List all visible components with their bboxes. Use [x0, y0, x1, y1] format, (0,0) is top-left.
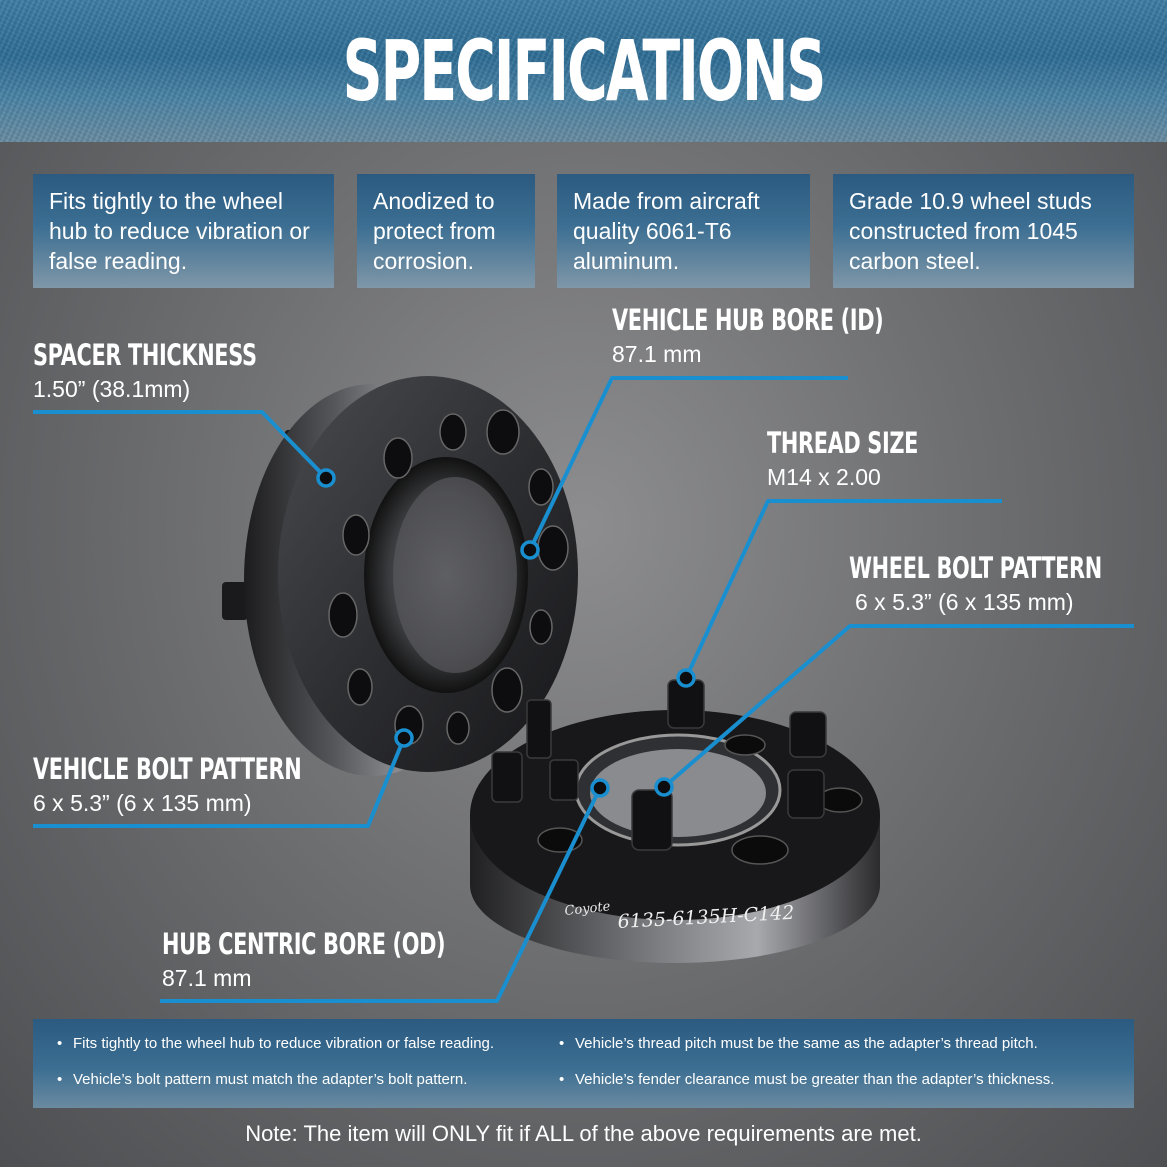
callout-dot-vehicle-bolt: [394, 728, 414, 748]
spec-vehicle-hub-bore: VEHICLE HUB BORE (ID) 87.1 mm: [612, 303, 989, 368]
callout-dot-hub-bore: [520, 540, 540, 560]
requirement-item: Fits tightly to the wheel hub to reduce …: [57, 1035, 494, 1052]
page-title: SPECIFICATIONS: [342, 22, 827, 120]
spec-value: M14 x 2.00: [767, 464, 881, 490]
lower-spacer: Coyote 6135-6135H-C142: [470, 679, 880, 963]
spec-label: HUB CENTRIC BORE (OD): [162, 927, 446, 961]
callout-dot-spacer-thickness: [316, 468, 336, 488]
requirement-item: Vehicle’s bolt pattern must match the ad…: [57, 1071, 467, 1088]
feature-box-fit: Fits tightly to the wheel hub to reduce …: [33, 174, 334, 288]
requirement-item: Vehicle’s thread pitch must be the same …: [559, 1035, 1038, 1052]
upper-spacer: [222, 376, 578, 776]
spec-spacer-thickness: SPACER THICKNESS 1.50” (38.1mm): [33, 338, 344, 403]
callout-dot-hub-centric: [590, 778, 610, 798]
callout-line-spacer-thickness: [33, 410, 328, 480]
spec-value: 6 x 5.3” (6 x 135 mm): [33, 790, 252, 816]
callout-dot-wheel-bolt: [654, 777, 674, 797]
callout-line-hub-bore: [528, 376, 848, 551]
spec-value: 87.1 mm: [162, 965, 252, 991]
spec-thread-size: THREAD SIZE M14 x 2.00: [767, 426, 977, 491]
callout-line-hub-centric: [160, 787, 602, 1003]
requirements-panel: Fits tightly to the wheel hub to reduce …: [33, 1019, 1134, 1108]
spec-value: 1.50” (38.1mm): [33, 376, 191, 402]
callout-line-vehicle-bolt: [33, 737, 406, 828]
feature-box-aluminum: Made from aircraft quality 6061-T6 alumi…: [557, 174, 810, 288]
callout-line-wheel-bolt: [662, 624, 1134, 789]
spec-label: VEHICLE BOLT PATTERN: [33, 752, 302, 786]
spec-value: 87.1 mm: [612, 341, 702, 367]
spec-label: THREAD SIZE: [767, 426, 919, 460]
callout-dot-thread-size: [676, 668, 696, 688]
spec-value: 6 x 5.3” (6 x 135 mm): [855, 589, 1074, 615]
spec-vehicle-bolt-pattern: VEHICLE BOLT PATTERN 6 x 5.3” (6 x 135 m…: [33, 752, 406, 817]
requirement-item: Vehicle’s fender clearance must be great…: [559, 1071, 1054, 1088]
spec-label: SPACER THICKNESS: [33, 338, 257, 372]
spec-hub-centric-bore: HUB CENTRIC BORE (OD) 87.1 mm: [162, 927, 555, 992]
header-banner: SPECIFICATIONS: [0, 0, 1167, 142]
feature-box-anodized: Anodized to protect from corrosion.: [357, 174, 535, 288]
spec-label: VEHICLE HUB BORE (ID): [612, 303, 884, 337]
feature-box-studs: Grade 10.9 wheel studs constructed from …: [833, 174, 1134, 288]
fitment-note: Note: The item will ONLY fit if ALL of t…: [245, 1121, 922, 1146]
brand-engraving: Coyote: [564, 899, 611, 919]
spec-wheel-bolt-pattern: WHEEL BOLT PATTERN 6 x 5.3” (6 x 135 mm): [849, 551, 1167, 616]
spec-label: WHEEL BOLT PATTERN: [849, 551, 1102, 585]
callout-line-thread-size: [684, 499, 1002, 679]
